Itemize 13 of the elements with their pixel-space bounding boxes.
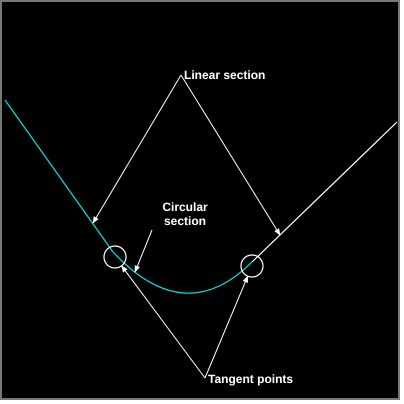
leader-line [92, 74, 182, 224]
leader-line [121, 265, 206, 378]
circle-marker [103, 245, 127, 269]
line-segment [4, 100, 114, 252]
callout-label: Linear section [184, 68, 294, 82]
leader-line [180, 74, 280, 236]
callout-label: Circular section [150, 200, 220, 228]
circle-marker [240, 254, 264, 278]
callout-label: Tangent points [208, 372, 318, 386]
leader-line [204, 276, 248, 378]
line-segment [252, 122, 398, 262]
arc-segment [112, 252, 252, 294]
leader-line [134, 230, 152, 273]
